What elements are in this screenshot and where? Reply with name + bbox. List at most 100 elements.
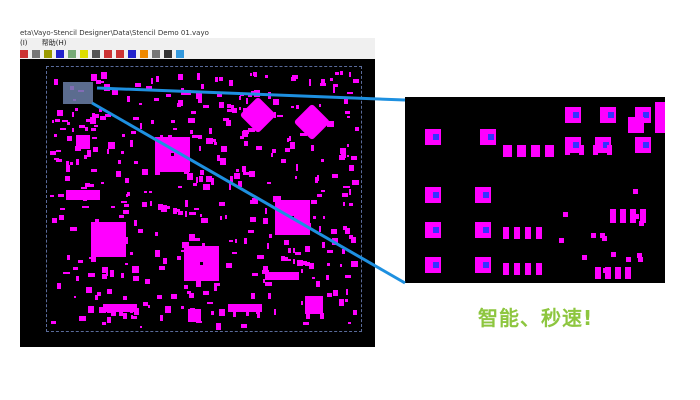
pad [170, 293, 177, 300]
pad [57, 158, 63, 163]
circle-icon[interactable] [44, 49, 52, 58]
pad [96, 291, 101, 296]
pad [189, 293, 195, 298]
points-icon[interactable] [68, 49, 76, 58]
pad [284, 256, 289, 259]
pad [353, 78, 360, 84]
rect-icon[interactable] [128, 49, 136, 58]
pad [51, 218, 58, 224]
pad [231, 107, 238, 114]
pad [343, 226, 347, 231]
pad [536, 227, 542, 239]
pad [327, 292, 333, 298]
settings-icon[interactable] [152, 49, 160, 58]
pad [318, 225, 322, 232]
zoom-icon[interactable] [32, 49, 40, 58]
pad [273, 308, 276, 315]
pad [226, 104, 231, 108]
measure-icon[interactable] [92, 49, 100, 58]
pad [123, 312, 127, 319]
pad [197, 134, 202, 140]
pad [106, 289, 112, 294]
pad-highlight [488, 134, 494, 140]
pad [94, 124, 99, 128]
pad [98, 109, 103, 113]
bulb-icon[interactable] [80, 49, 88, 58]
pad [225, 262, 233, 269]
layers-icon[interactable] [20, 49, 28, 58]
pad [343, 97, 348, 105]
pad [189, 129, 194, 134]
bar-icon[interactable] [56, 49, 64, 58]
pad-icon[interactable] [104, 49, 112, 58]
pad [100, 181, 104, 184]
pcb-canvas[interactable] [20, 59, 375, 347]
connector [265, 272, 299, 280]
pad [242, 131, 248, 137]
pad [202, 290, 210, 295]
pad [107, 308, 113, 314]
pad [655, 102, 665, 118]
pad [237, 181, 242, 188]
menu-bar: (I) 帮助(H) [20, 38, 375, 48]
pad [159, 134, 164, 138]
pad [219, 202, 225, 207]
pad [65, 160, 70, 168]
pad [155, 231, 158, 236]
pad [517, 145, 526, 157]
pad [242, 108, 250, 113]
export-icon[interactable] [176, 49, 184, 58]
pad [225, 119, 232, 127]
pad [195, 92, 203, 99]
pad-highlight [603, 142, 609, 148]
pad [630, 209, 636, 223]
pad [285, 258, 291, 262]
pad [121, 273, 125, 279]
pad [309, 78, 312, 86]
pad-highlight [573, 112, 579, 118]
pad [239, 135, 245, 139]
pad [245, 98, 249, 104]
pad [57, 282, 61, 289]
pad [101, 80, 104, 83]
pad [236, 306, 240, 312]
menu-item-help[interactable]: 帮助(H) [41, 39, 67, 47]
pad [141, 169, 149, 175]
pad [203, 184, 210, 190]
pad [230, 105, 235, 111]
pad [605, 267, 611, 279]
zoom-selection-box[interactable] [63, 82, 93, 104]
pad [600, 232, 606, 238]
pad [316, 194, 322, 197]
pad [306, 314, 311, 319]
pad [140, 123, 143, 129]
pad [581, 255, 587, 261]
pad [316, 280, 320, 287]
toolbar [20, 48, 375, 59]
pad [316, 175, 320, 182]
pad [199, 175, 204, 183]
pad [229, 175, 234, 182]
pad2-icon[interactable] [116, 49, 124, 58]
pad [252, 199, 258, 203]
pad [626, 256, 632, 262]
pad [272, 98, 279, 105]
pad [112, 251, 116, 254]
pad [111, 205, 115, 208]
pad [91, 168, 98, 173]
find-icon[interactable] [164, 49, 172, 58]
pad [565, 145, 570, 155]
pad [291, 75, 298, 80]
color-icon[interactable] [140, 49, 148, 58]
pad [287, 247, 291, 254]
pad [263, 266, 268, 271]
pad [138, 228, 144, 234]
pad [243, 172, 250, 175]
pad [132, 266, 139, 274]
pad [50, 195, 55, 198]
pad [209, 127, 212, 135]
pad [628, 117, 644, 133]
pad [342, 249, 346, 254]
menu-item[interactable]: (I) [20, 39, 28, 47]
pad [61, 120, 69, 123]
